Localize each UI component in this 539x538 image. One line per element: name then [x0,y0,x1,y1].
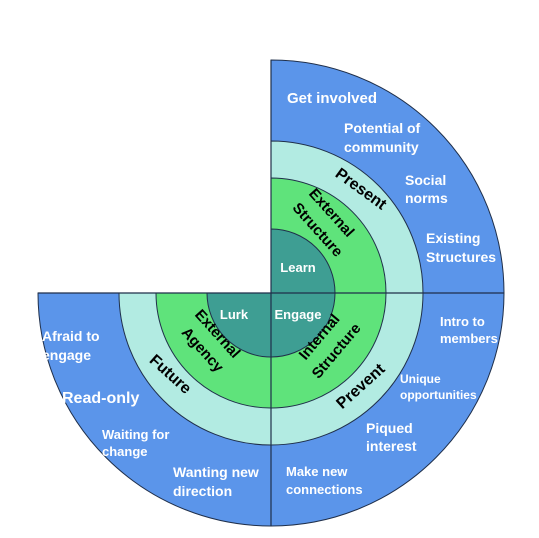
core-circle [206,228,336,358]
outer-item-potential-line2: community [344,139,419,155]
core-label-lurk: Lurk [220,307,249,322]
outer-item-piqued-line2: interest [366,438,417,454]
outer-item-unique-line2: opportunities [400,388,477,402]
outer-item-existing-line2: Structures [426,249,496,265]
inner-ring [155,177,387,409]
outer-item-read-only: Read-only [62,390,139,407]
outer-item-social-line2: norms [405,190,448,206]
outer-item-waiting-line1: Waiting for [102,427,169,442]
outer-item-existing-line1: Existing [426,230,480,246]
outer-item-intro-line1: Intro to [440,314,485,329]
outer-item-social-line1: Social [405,172,446,188]
outer-item-connections-line2: connections [286,482,363,497]
outer-item-connections-line1: Make new [286,464,348,479]
outer-item-potential-line1: Potential of [344,120,421,136]
quadrant-dividers [38,60,504,526]
outer-item-intro-line2: members [440,331,498,346]
outer-item-waiting-line2: change [102,444,148,459]
core-label-engage: Engage [275,307,322,322]
outer-item-afraid-line2: engage [42,347,91,363]
outer-item-unique-line1: Unique [400,372,441,386]
outer-item-wanting-line1: Wanting new [173,464,259,480]
outer-item-afraid-line1: Afraid to [42,328,100,344]
outer-item-get-involved: Get involved [287,90,377,107]
outer-item-wanting-line2: direction [173,483,232,499]
core-label-learn: Learn [280,260,315,275]
outer-item-piqued-line1: Piqued [366,420,413,436]
